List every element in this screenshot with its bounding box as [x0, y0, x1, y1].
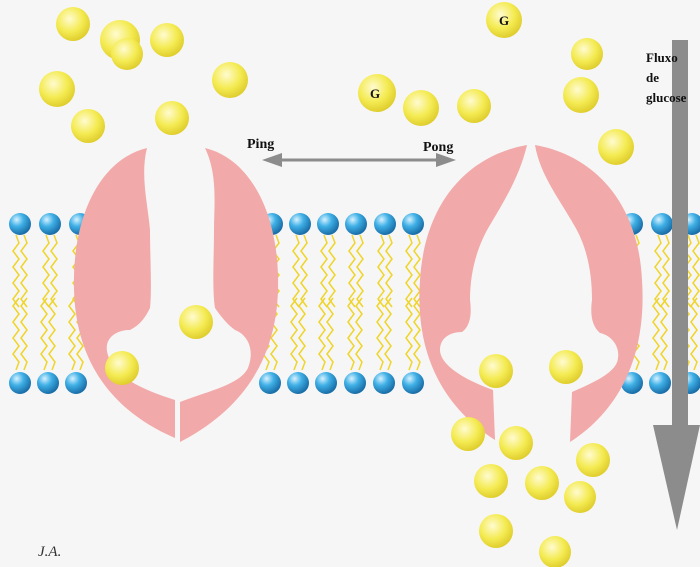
lipid-tail: [348, 298, 354, 370]
lipid-head: [65, 372, 87, 394]
glucose-molecule: [549, 350, 583, 384]
glucose-g-middle-label: G: [370, 86, 380, 101]
glucose-molecule: [403, 90, 439, 126]
lipid-tail: [327, 298, 333, 370]
lipid-head: [402, 213, 424, 235]
glucose-molecule: [563, 77, 599, 113]
lipid-tail: [329, 235, 335, 307]
lipid-tail: [291, 298, 297, 370]
lipid-head: [9, 372, 31, 394]
glucose-molecule: [111, 38, 143, 70]
lipid-tail: [655, 235, 661, 307]
transporter-pong-right-half: [535, 145, 643, 442]
glucose-molecule: [474, 464, 508, 498]
lipid-tail: [693, 235, 699, 307]
lipid-tail: [661, 298, 667, 370]
glucose-molecule: [56, 7, 90, 41]
lipid-head: [651, 213, 673, 235]
glucose-g-top: G: [486, 2, 522, 38]
lipid-tail: [406, 235, 412, 307]
glucose-molecule: [39, 71, 75, 107]
glucose-molecule: [499, 426, 533, 460]
lipid-tail: [49, 298, 55, 370]
lipid-tail: [378, 235, 384, 307]
lipid-head: [315, 372, 337, 394]
lipid-tail: [414, 298, 420, 370]
transporter-pong: [419, 145, 642, 442]
lipid-tail: [51, 235, 57, 307]
ping-label: Ping: [247, 137, 274, 152]
flux-label-line2: de: [646, 70, 659, 85]
glucose-molecule: [179, 305, 213, 339]
transporter-ping: [74, 148, 278, 442]
glucose-molecule: [155, 101, 189, 135]
lipid-tail: [21, 235, 27, 307]
glucose-molecule: [479, 354, 513, 388]
glucose-molecule: [212, 62, 248, 98]
lipid-tail: [321, 235, 327, 307]
author-signature: J.A.: [38, 544, 61, 560]
transporter-ping-right-half: [180, 148, 278, 442]
glucose-g-top-label: G: [499, 13, 509, 28]
lipid-tail: [356, 298, 362, 370]
glucose-molecule: [564, 481, 596, 513]
lipid-head: [287, 372, 309, 394]
lipid-tail: [13, 298, 19, 370]
lipid-head: [649, 372, 671, 394]
lipid-tail: [41, 298, 47, 370]
lipid-tail: [43, 235, 49, 307]
glucose-molecule: [539, 536, 571, 567]
flux-label-line3: glucose: [646, 90, 687, 105]
lipid-tail: [386, 235, 392, 307]
lipid-head: [402, 372, 424, 394]
glucose-molecule: [451, 417, 485, 451]
lipid-tail: [377, 298, 383, 370]
lipid-tail: [21, 298, 27, 370]
lipid-head: [374, 213, 396, 235]
ping-pong-arrow: [262, 153, 456, 167]
lipid-tail: [301, 235, 307, 307]
lipid-head: [39, 213, 61, 235]
glucose-molecule: [576, 443, 610, 477]
lipid-head: [289, 213, 311, 235]
lipid-tail: [357, 235, 363, 307]
lipid-tail: [385, 298, 391, 370]
lipid-tail: [319, 298, 325, 370]
lipid-head: [37, 372, 59, 394]
glucose-molecule: [105, 351, 139, 385]
lipid-tail: [691, 298, 697, 370]
glucose-molecule: [150, 23, 184, 57]
lipid-head: [345, 213, 367, 235]
pong-label: Pong: [423, 140, 453, 155]
lipid-tail: [13, 235, 19, 307]
glucose-molecule: [457, 89, 491, 123]
lipid-head: [344, 372, 366, 394]
lipid-head: [9, 213, 31, 235]
lipid-tail: [293, 235, 299, 307]
lipid-tail: [349, 235, 355, 307]
lipid-head: [373, 372, 395, 394]
glucose-molecule: [525, 466, 559, 500]
transporter-ping-left-half: [74, 148, 175, 438]
lipid-tail: [663, 235, 669, 307]
lipid-tail: [406, 298, 412, 370]
glucose-flux-arrow: [653, 40, 700, 530]
lipid-tail: [299, 298, 305, 370]
lipid-tail: [69, 298, 75, 370]
glucose-molecule: [71, 109, 105, 143]
lipid-tail: [653, 298, 659, 370]
glucose-g-middle: G: [358, 74, 396, 112]
glucose-molecule: [571, 38, 603, 70]
transporter-pong-left-half: [419, 145, 527, 440]
glucose-molecule: [479, 514, 513, 548]
glucose-molecule: [598, 129, 634, 165]
lipid-tail: [414, 235, 420, 307]
lipid-head: [259, 372, 281, 394]
lipid-head: [317, 213, 339, 235]
flux-label-line1: Fluxo: [646, 50, 678, 65]
